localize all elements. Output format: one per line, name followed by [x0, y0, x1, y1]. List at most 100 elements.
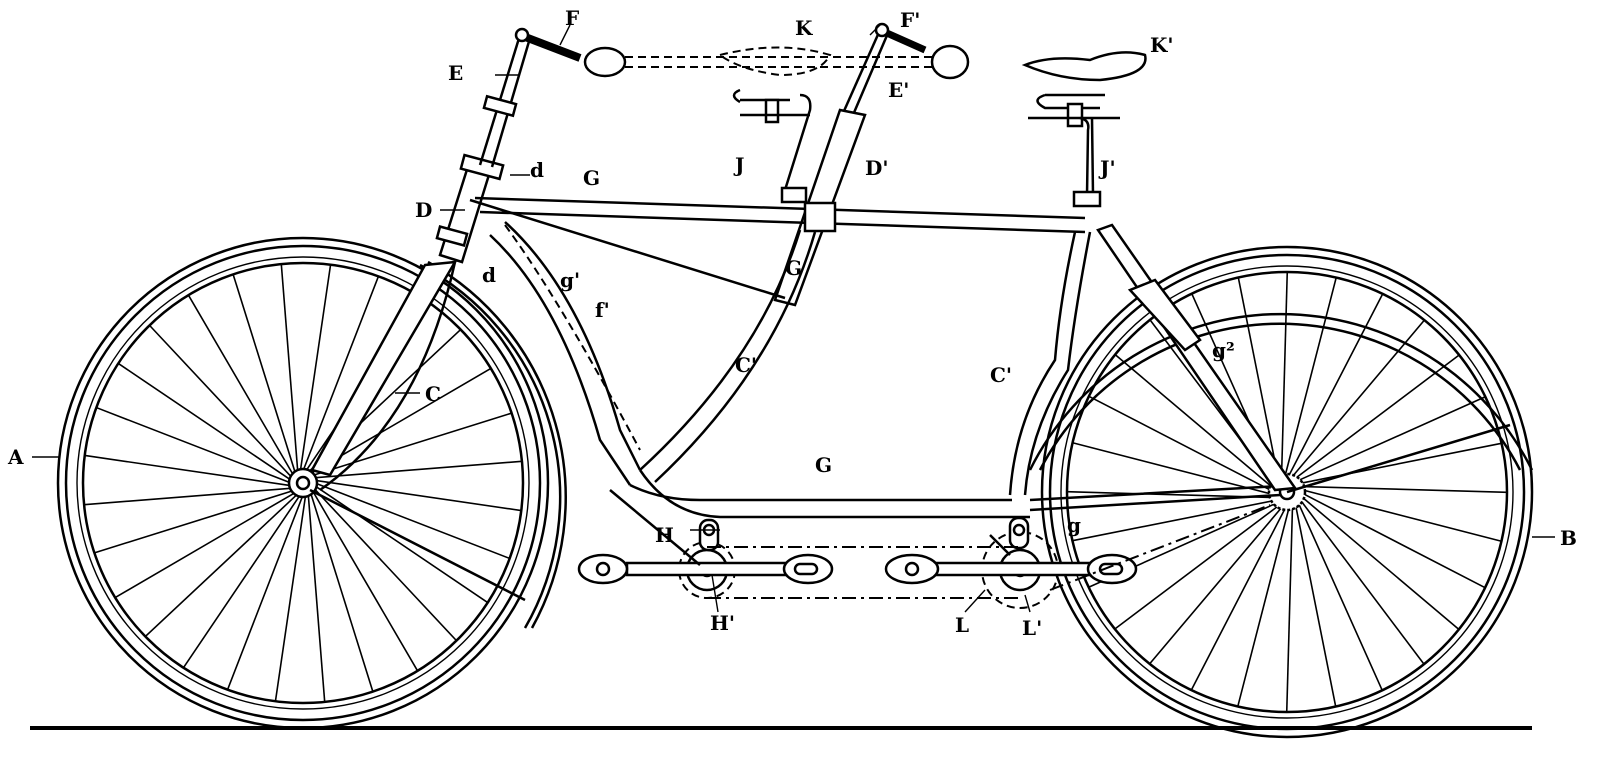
spoke [1302, 489, 1502, 542]
spoke [94, 489, 294, 554]
label-J-prime: J' [1100, 156, 1116, 180]
spoke [314, 482, 510, 560]
label-d-upper: d [530, 158, 544, 182]
spoke [1294, 505, 1337, 707]
rear-crank-set [884, 516, 1138, 609]
spoke [314, 479, 522, 512]
spoke [314, 485, 489, 604]
label-H: H [655, 523, 674, 547]
label-G-top: G [583, 166, 601, 190]
label-K: K [795, 16, 813, 40]
spoke [1284, 277, 1337, 477]
label-H-prime: H' [710, 611, 736, 635]
label-A: A [8, 445, 24, 469]
spoke [309, 492, 374, 692]
label-F-prime: F' [900, 8, 921, 32]
front-handlebar [518, 31, 582, 62]
spoke [313, 460, 522, 479]
spoke [148, 324, 293, 479]
label-K-prime: K' [1150, 33, 1174, 57]
spoke [1297, 396, 1486, 482]
spoke [274, 494, 307, 702]
spoke [1149, 506, 1283, 665]
label-g-prime: g' [560, 268, 581, 292]
spoke [117, 362, 292, 481]
label-d-lower: d [482, 263, 496, 287]
label-D: D [415, 198, 433, 222]
spoke [114, 491, 296, 599]
label-F: F [565, 6, 580, 30]
spoke [1302, 485, 1508, 494]
label-E: E [448, 61, 464, 85]
spoke [1190, 507, 1287, 691]
spoke [1072, 499, 1274, 542]
label-J: J [735, 153, 745, 177]
rear-handlebar-stem [838, 29, 882, 121]
front-crank-set [577, 489, 834, 599]
leader-lines [32, 24, 1555, 613]
front-seat-post [783, 93, 812, 191]
front-grip [583, 46, 627, 78]
label-C: C [425, 382, 441, 406]
spoke [1297, 502, 1383, 691]
diagonal-brace [469, 198, 786, 300]
label-G-bottom: G [815, 453, 833, 477]
front-wheel [56, 236, 550, 730]
spoke [182, 494, 301, 669]
label-C-prime-rear: C' [990, 363, 1013, 387]
spoke [1072, 442, 1272, 495]
spoke [313, 487, 458, 642]
spoke [1280, 271, 1289, 477]
label-G-mid: G [785, 256, 803, 280]
spoke [226, 494, 304, 690]
spoke [1114, 354, 1273, 488]
label-D-prime: D' [865, 156, 889, 180]
front-mudguard [419, 263, 562, 629]
spoke [1301, 496, 1460, 630]
rear-seat-post [1079, 116, 1090, 196]
spoke [1114, 505, 1280, 630]
spoke [302, 276, 380, 472]
spoke [1287, 293, 1384, 477]
top-tube [474, 196, 1086, 220]
spoke [84, 487, 293, 506]
spoke [299, 264, 332, 472]
spoke [312, 412, 512, 477]
spoke [1302, 492, 1486, 589]
spoke [1300, 442, 1502, 485]
rear-chain [1049, 504, 1271, 591]
label-L: L [955, 613, 970, 637]
label-C-prime-middle: C' [735, 353, 758, 377]
spoke [1291, 319, 1425, 478]
spoke [144, 493, 299, 638]
spoke [1285, 507, 1294, 713]
label-E-prime: E' [888, 78, 910, 102]
spoke [311, 490, 419, 672]
bottom-tube [629, 483, 1012, 502]
spoke [84, 454, 292, 487]
rear-mudguard [1038, 322, 1522, 471]
spoke [1237, 277, 1280, 479]
label-g-double-prime: g² [1212, 338, 1235, 362]
dashed-tube-g1 [504, 224, 641, 451]
chain-stay [1029, 484, 1281, 512]
label-f-prime: f' [595, 298, 610, 322]
front-fork [310, 153, 505, 492]
spoke [187, 294, 295, 476]
spoke [1294, 354, 1460, 479]
label-L-prime: L' [1022, 616, 1043, 640]
spoke [1237, 507, 1290, 707]
spoke [280, 264, 299, 473]
middle-curved-tube [639, 229, 802, 471]
spoke [307, 493, 326, 702]
spoke [232, 274, 297, 474]
spoke [1300, 499, 1425, 665]
front-curved-tube [489, 234, 632, 486]
front-mudguard-stay [309, 488, 526, 602]
label-B: B [1560, 526, 1577, 550]
label-g: g [1067, 513, 1081, 537]
chain [707, 546, 1020, 599]
spoke [1088, 395, 1272, 492]
spoke [96, 406, 292, 484]
